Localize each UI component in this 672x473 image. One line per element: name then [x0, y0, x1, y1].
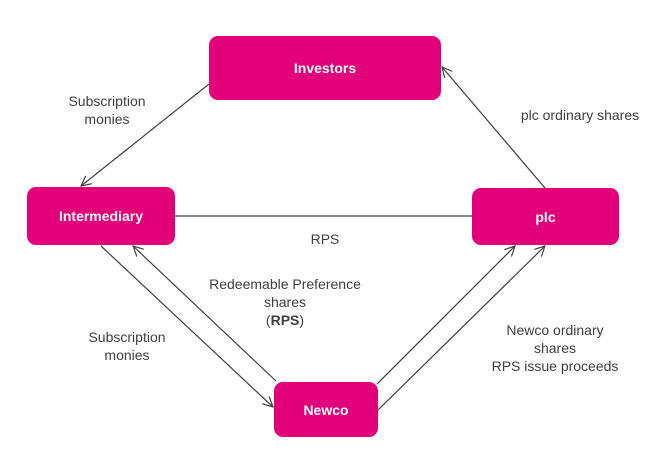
label-line: Newco ordinary [506, 322, 604, 338]
label-line: shares [263, 294, 307, 310]
paren-open: ( [265, 312, 271, 328]
label-line: plc ordinary shares [520, 107, 640, 123]
label-line: Subscription [68, 93, 146, 109]
label-line: RPS [310, 231, 340, 247]
node-plc: plc [472, 188, 619, 245]
label-line: (RPS) [190, 311, 380, 329]
node-plc-label: plc [535, 208, 556, 225]
node-newco-label: Newco [303, 401, 349, 418]
rps-abbrev-bold: RPS [270, 312, 300, 328]
node-newco: Newco [274, 382, 378, 437]
edge-investors-to-intermediary [81, 83, 210, 186]
edge-label-subscription-monies-top: Subscription monies [52, 92, 162, 128]
label-line: monies [84, 111, 130, 127]
edge-label-subscription-monies-bottom: Subscription monies [72, 328, 182, 364]
edge-newco-to-intermediary [133, 246, 277, 382]
node-intermediary: Intermediary [27, 187, 175, 245]
edge-newco-to-plc-proceeds [377, 246, 545, 411]
edge-label-rps: RPS [295, 230, 355, 248]
label-line: Subscription [88, 329, 166, 345]
label-line: RPS issue proceeds [491, 358, 619, 374]
edge-label-redeemable-preference-shares: Redeemable Preference shares (RPS) [190, 275, 380, 329]
edge-label-newco-ordinary-shares: Newco ordinary shares RPS issue proceeds [470, 321, 640, 375]
edge-plc-to-investors [442, 67, 546, 189]
label-line: Redeemable Preference [209, 276, 361, 292]
edge-newco-to-plc-shares [376, 246, 515, 385]
paren-close: ) [299, 312, 305, 328]
edge-label-plc-ordinary-shares: plc ordinary shares [505, 106, 655, 124]
label-line: shares [533, 340, 577, 356]
label-line: monies [104, 347, 150, 363]
node-investors-label: Investors [293, 60, 357, 76]
node-investors: Investors [209, 36, 441, 100]
edge-intermediary-to-newco [100, 245, 273, 407]
node-intermediary-label: Intermediary [58, 208, 144, 224]
